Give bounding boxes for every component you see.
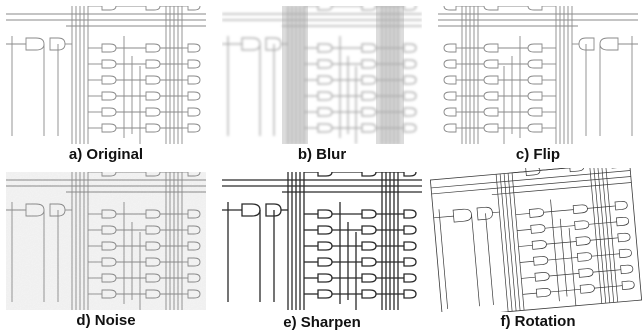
circuit-diagram-noise	[6, 172, 206, 310]
caption-flip: c) Flip	[515, 146, 561, 163]
circuit-diagram-rotation	[430, 168, 642, 312]
circuit-diagram-original	[6, 6, 206, 144]
panel-blur	[222, 6, 422, 144]
circuit-diagram-flip	[438, 6, 638, 144]
panel-sharpen	[222, 172, 422, 310]
circuit-diagram-sharpen	[222, 172, 422, 310]
circuit-diagram-blur	[222, 6, 422, 144]
panel-noise	[6, 172, 206, 310]
panel-rotation	[430, 168, 642, 312]
caption-noise: d) Noise	[76, 312, 136, 329]
caption-rotation: f) Rotation	[500, 313, 576, 330]
caption-sharpen: e) Sharpen	[283, 314, 361, 331]
caption-blur: b) Blur	[297, 146, 347, 163]
panel-flip	[438, 6, 638, 144]
panel-original	[6, 6, 206, 144]
caption-original: a) Original	[68, 146, 144, 163]
